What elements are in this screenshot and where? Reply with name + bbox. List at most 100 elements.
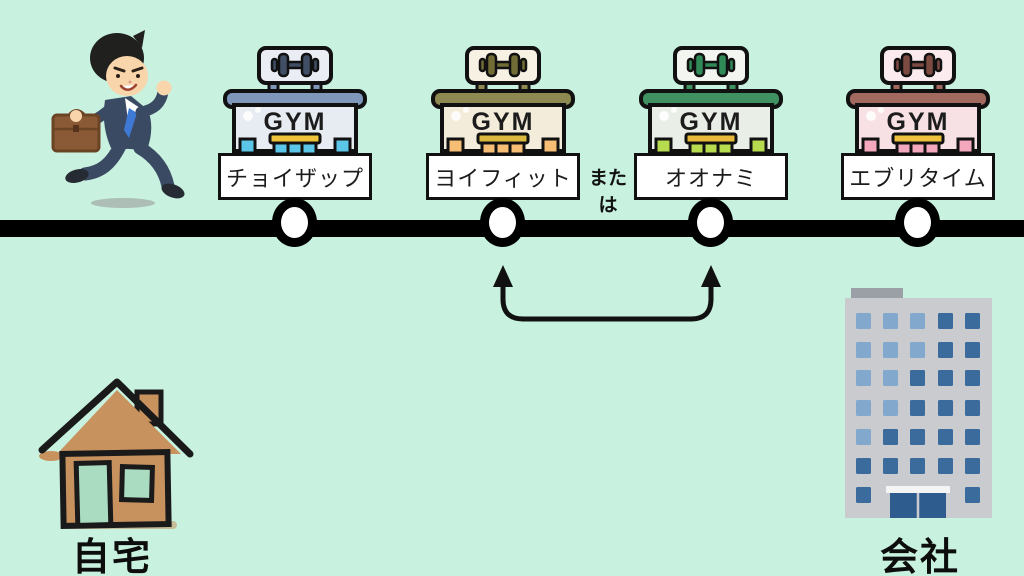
gym-name-label: オオナミ	[634, 153, 788, 200]
arrowhead-left	[493, 265, 513, 287]
building-window	[965, 400, 980, 416]
wall-highlight	[866, 111, 876, 121]
dumbbell-icon	[478, 52, 528, 78]
runner-back-leg	[65, 139, 127, 184]
gym-building-illustration: GYM	[223, 46, 367, 156]
company-label: 会社	[880, 537, 961, 576]
wall-highlight	[451, 111, 461, 121]
wall-highlight	[671, 107, 677, 113]
wall-highlight	[243, 111, 253, 121]
building-window	[965, 370, 980, 386]
dumbbell-icon	[270, 52, 320, 78]
runner-shadow	[91, 198, 155, 208]
building-window	[965, 429, 980, 445]
gym-stop: GYM チョイザップ	[215, 0, 375, 260]
building-window	[883, 313, 898, 329]
building-window	[883, 400, 898, 416]
building-windows	[856, 313, 980, 503]
station-circle	[895, 198, 940, 247]
runner-face	[106, 56, 148, 96]
wall-highlight	[878, 107, 884, 113]
house-roof-fill	[57, 390, 181, 454]
station-circle	[688, 198, 733, 247]
gym-building-illustration: GYM	[846, 46, 990, 156]
building-window	[910, 400, 925, 416]
gym-awning	[268, 132, 322, 145]
gym-window-left	[654, 137, 673, 155]
building-window	[856, 342, 871, 358]
wall-highlight	[255, 107, 261, 113]
gym-window-right	[541, 137, 560, 155]
building-window	[938, 313, 953, 329]
gym-awning	[684, 132, 738, 145]
gym-window-left	[238, 137, 257, 155]
runner-raised-arm	[135, 80, 172, 118]
building-window	[856, 458, 871, 474]
gym-sign-text: GYM	[264, 108, 327, 136]
company-building-illustration	[845, 288, 992, 518]
gym-name-text: オオナミ	[664, 165, 757, 191]
gym-window-right	[956, 137, 975, 155]
building-roof-block	[851, 288, 903, 299]
building-window	[938, 429, 953, 445]
building-window	[883, 429, 898, 445]
swap-arrow	[493, 265, 721, 322]
gym-window-right	[333, 137, 352, 155]
station-circle	[272, 198, 317, 247]
house-eave-shadow	[39, 451, 63, 461]
wall-highlight	[659, 111, 669, 121]
building-window	[938, 342, 953, 358]
gym-awning	[891, 132, 945, 145]
gym-name-text: ヨイフィット	[434, 165, 572, 191]
runner-front-leg	[133, 141, 185, 199]
runner-hand	[70, 110, 82, 122]
building-window	[856, 370, 871, 386]
runner-fist	[156, 80, 172, 96]
gym-window-left	[446, 137, 465, 155]
arrowhead-right	[701, 265, 721, 287]
gym-name-label: エブリタイム	[841, 153, 995, 200]
building-window	[938, 370, 953, 386]
dumbbell-icon	[893, 52, 943, 78]
gym-name-label: チョイザップ	[218, 153, 372, 200]
gym-stop: GYM エブリタイム	[838, 0, 998, 260]
building-window	[938, 400, 953, 416]
gym-sign-text: GYM	[887, 108, 950, 136]
running-businessman-illustration	[51, 30, 185, 208]
home-label: 自宅	[72, 537, 153, 576]
runner-tie	[124, 108, 137, 138]
building-window	[910, 458, 925, 474]
building-window	[965, 342, 980, 358]
gym-name-text: エブリタイム	[849, 165, 987, 191]
building-window	[856, 313, 871, 329]
gym-stop: GYM ヨイフィット	[423, 0, 583, 260]
building-window	[965, 313, 980, 329]
building-window	[883, 370, 898, 386]
runner-head	[90, 30, 148, 96]
house-window	[118, 464, 155, 503]
gym-sign-text: GYM	[472, 108, 535, 136]
building-window	[910, 342, 925, 358]
building-window	[910, 313, 925, 329]
building-window	[856, 400, 871, 416]
wall-highlight	[463, 107, 469, 113]
building-window	[883, 342, 898, 358]
gym-awning	[476, 132, 530, 145]
gym-window-left	[861, 137, 880, 155]
building-entrance	[886, 486, 950, 518]
gym-name-text: チョイザップ	[225, 165, 364, 191]
building-window	[883, 458, 898, 474]
gym-sign-text: GYM	[680, 108, 743, 136]
dumbbell-icon	[686, 52, 736, 78]
building-window	[856, 429, 871, 445]
or-label: または	[588, 168, 627, 216]
house-door	[73, 460, 114, 528]
gym-window-right	[749, 137, 768, 155]
gym-building-illustration: GYM	[431, 46, 575, 156]
home-illustration	[38, 378, 194, 529]
building-window	[965, 458, 980, 474]
building-window	[938, 458, 953, 474]
house-roof-outline	[38, 378, 194, 458]
building-window	[856, 487, 871, 503]
gym-building-illustration: GYM	[639, 46, 783, 156]
